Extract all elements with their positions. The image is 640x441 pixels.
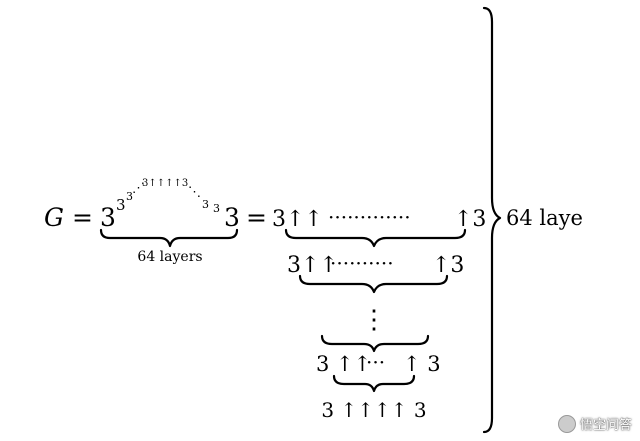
chain-row-1-left: 3↑↑ [272,207,323,232]
chain-row-2-right: ↑3 [432,253,464,278]
g-symbol: G [44,203,64,232]
tower-right-base: 3 [224,203,240,232]
chain-row-3-right: ↑ 3 [403,352,441,376]
equals-sign-1: = [72,203,93,232]
chain-row-2-left: 3↑↑ [287,253,338,278]
tower-right-exponent-a: 3 [202,198,209,211]
big-brace-label: 64 laye [506,206,583,230]
tower-top: 3↑↑↑↑3 [142,178,188,189]
chain-middle-brace [320,334,430,353]
equals-sign-2: = [246,203,267,232]
chain-row-1-brace [284,228,467,248]
chain-row-3-dots: ··· [366,350,385,374]
chain-row-2-brace [298,274,449,294]
large-right-brace [482,6,502,434]
tower-base: 3 [100,203,116,232]
chain-row-1-right: ↑3 [454,207,486,232]
vertical-ellipsis: ⋮ [361,305,387,335]
layers-label: 64 layers [137,249,202,265]
watermark: 悟空问答 [557,414,632,433]
tower-exponent-1: 3 [116,196,126,214]
tower-ellipsis-up: ⋰ [132,181,145,196]
chain-row-1-dots: ············· [328,205,411,229]
tower-exponent-2: 3 [126,190,133,203]
tower-underbrace [99,228,239,248]
chain-row-4-expr: 3 ↑↑↑↑ 3 [321,398,426,422]
tower-ellipsis-down: ⋱ [188,185,201,200]
chain-row-2-dots: ·········· [330,251,394,275]
watermark-text: 悟空问答 [579,418,632,433]
chain-row-3-brace [332,374,416,393]
tower-right-exponent-b: 3 [213,202,220,215]
wukong-logo-icon [557,414,576,433]
chain-row-3-left: 3 ↑↑ [316,352,371,376]
